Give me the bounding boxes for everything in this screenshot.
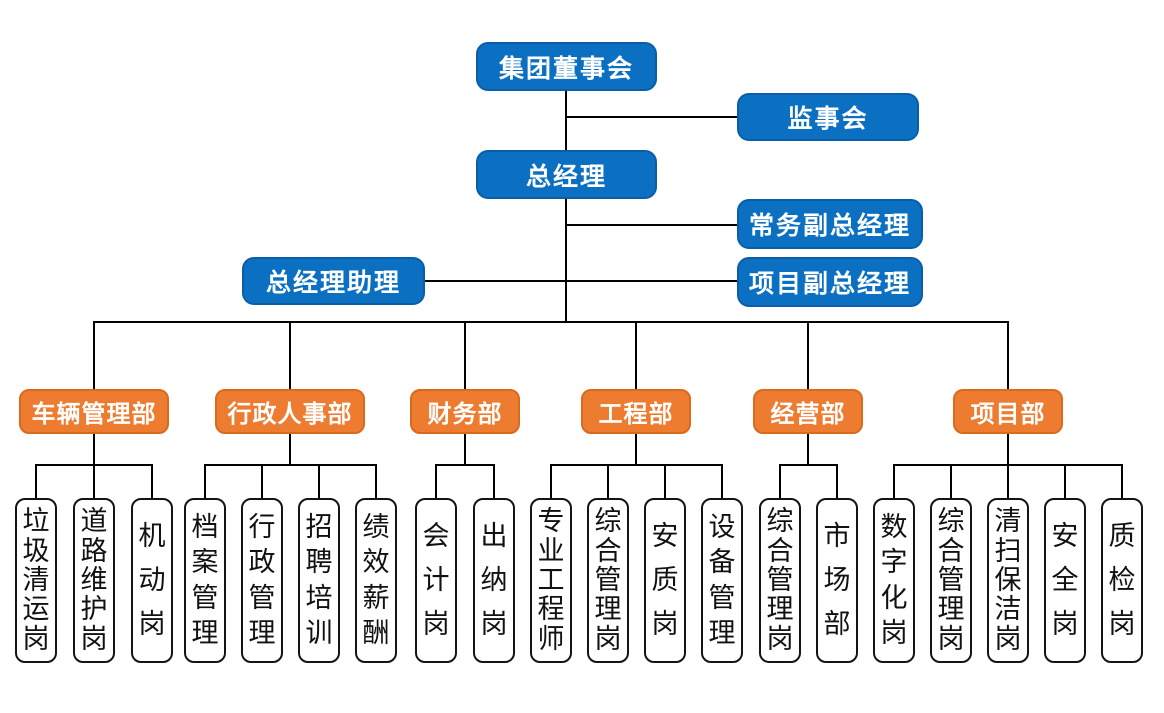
- dept-admin-hr: 行政人事部: [215, 389, 365, 434]
- connector-drop-post: [493, 464, 495, 498]
- post-2-1: 出纳岗: [473, 498, 515, 663]
- connector-drop-post: [435, 464, 437, 498]
- connector-drop-dept-2: [464, 321, 466, 389]
- connector-drop-post: [1121, 464, 1123, 498]
- node-supervisory: 监事会: [737, 93, 919, 141]
- dept-engineering: 工程部: [581, 389, 691, 434]
- post-3-3: 设备管理: [701, 498, 743, 663]
- post-1-1: 行政管理: [241, 498, 283, 663]
- post-4-0: 综合管理岗: [759, 498, 801, 663]
- node-board: 集团董事会: [476, 42, 657, 91]
- post-3-0: 专业工程师: [530, 498, 572, 663]
- connector-assistant-project-deputy: [425, 280, 738, 282]
- connector-drop-post: [35, 464, 37, 498]
- connector-stem-dept-0: [93, 434, 95, 465]
- post-5-0: 数字化岗: [873, 498, 915, 663]
- connector-drop-post: [550, 464, 552, 498]
- connector-drop-post: [721, 464, 723, 498]
- connector-drop-dept-0: [93, 321, 95, 389]
- connector-drop-post: [318, 464, 320, 498]
- node-exec-deputy: 常务副总经理: [737, 199, 923, 249]
- dept-finance: 财务部: [410, 389, 520, 434]
- post-5-2: 清扫保洁岗: [987, 498, 1029, 663]
- connector-stem-dept-3: [635, 434, 637, 465]
- connector-drop-dept-4: [807, 321, 809, 389]
- connector-drop-post: [836, 464, 838, 498]
- connector-exec-deputy: [566, 224, 738, 226]
- post-0-2: 机动岗: [131, 498, 173, 663]
- connector-drop-post: [151, 464, 153, 498]
- connector-gm-trunk: [565, 199, 567, 323]
- connector-stem-dept-4: [807, 434, 809, 465]
- dept-operations: 经营部: [753, 389, 863, 434]
- connector-drop-post: [204, 464, 206, 498]
- connector-dept-spread: [93, 321, 1009, 323]
- post-1-0: 档案管理: [184, 498, 226, 663]
- connector-subline-dept-4: [779, 464, 838, 466]
- connector-stem-dept-2: [464, 434, 466, 465]
- node-project-deputy: 项目副总经理: [737, 257, 923, 307]
- connector-drop-post: [607, 464, 609, 498]
- connector-drop-post: [893, 464, 895, 498]
- post-0-1: 道路维护岗: [73, 498, 115, 663]
- post-5-1: 综合管理岗: [930, 498, 972, 663]
- post-3-2: 安质岗: [644, 498, 686, 663]
- connector-drop-dept-5: [1007, 321, 1009, 389]
- connector-stem-dept-1: [289, 434, 291, 465]
- dept-project: 项目部: [953, 389, 1063, 434]
- connector-drop-dept-3: [635, 321, 637, 389]
- connector-subline-dept-3: [550, 464, 723, 466]
- post-1-2: 招聘培训: [298, 498, 340, 663]
- post-0-0: 垃圾清运岗: [15, 498, 57, 663]
- connector-drop-dept-1: [289, 321, 291, 389]
- connector-drop-post: [1064, 464, 1066, 498]
- connector-drop-post: [261, 464, 263, 498]
- post-1-3: 绩效薪酬: [355, 498, 397, 663]
- connector-drop-post: [93, 464, 95, 498]
- post-5-4: 质检岗: [1101, 498, 1143, 663]
- connector-subline-dept-2: [435, 464, 495, 466]
- connector-drop-post: [779, 464, 781, 498]
- post-5-3: 安全岗: [1044, 498, 1086, 663]
- connector-stem-dept-5: [1007, 434, 1009, 465]
- connector-drop-post: [1007, 464, 1009, 498]
- connector-board-gm: [565, 91, 567, 150]
- post-2-0: 会计岗: [415, 498, 457, 663]
- node-gm: 总经理: [476, 150, 657, 199]
- post-3-1: 综合管理岗: [587, 498, 629, 663]
- node-gm-assistant: 总经理助理: [242, 257, 425, 305]
- connector-supervisory: [566, 116, 738, 118]
- post-4-1: 市场部: [816, 498, 858, 663]
- connector-drop-post: [664, 464, 666, 498]
- dept-vehicle-management: 车辆管理部: [19, 389, 169, 434]
- connector-subline-dept-1: [204, 464, 377, 466]
- connector-drop-post: [375, 464, 377, 498]
- connector-drop-post: [950, 464, 952, 498]
